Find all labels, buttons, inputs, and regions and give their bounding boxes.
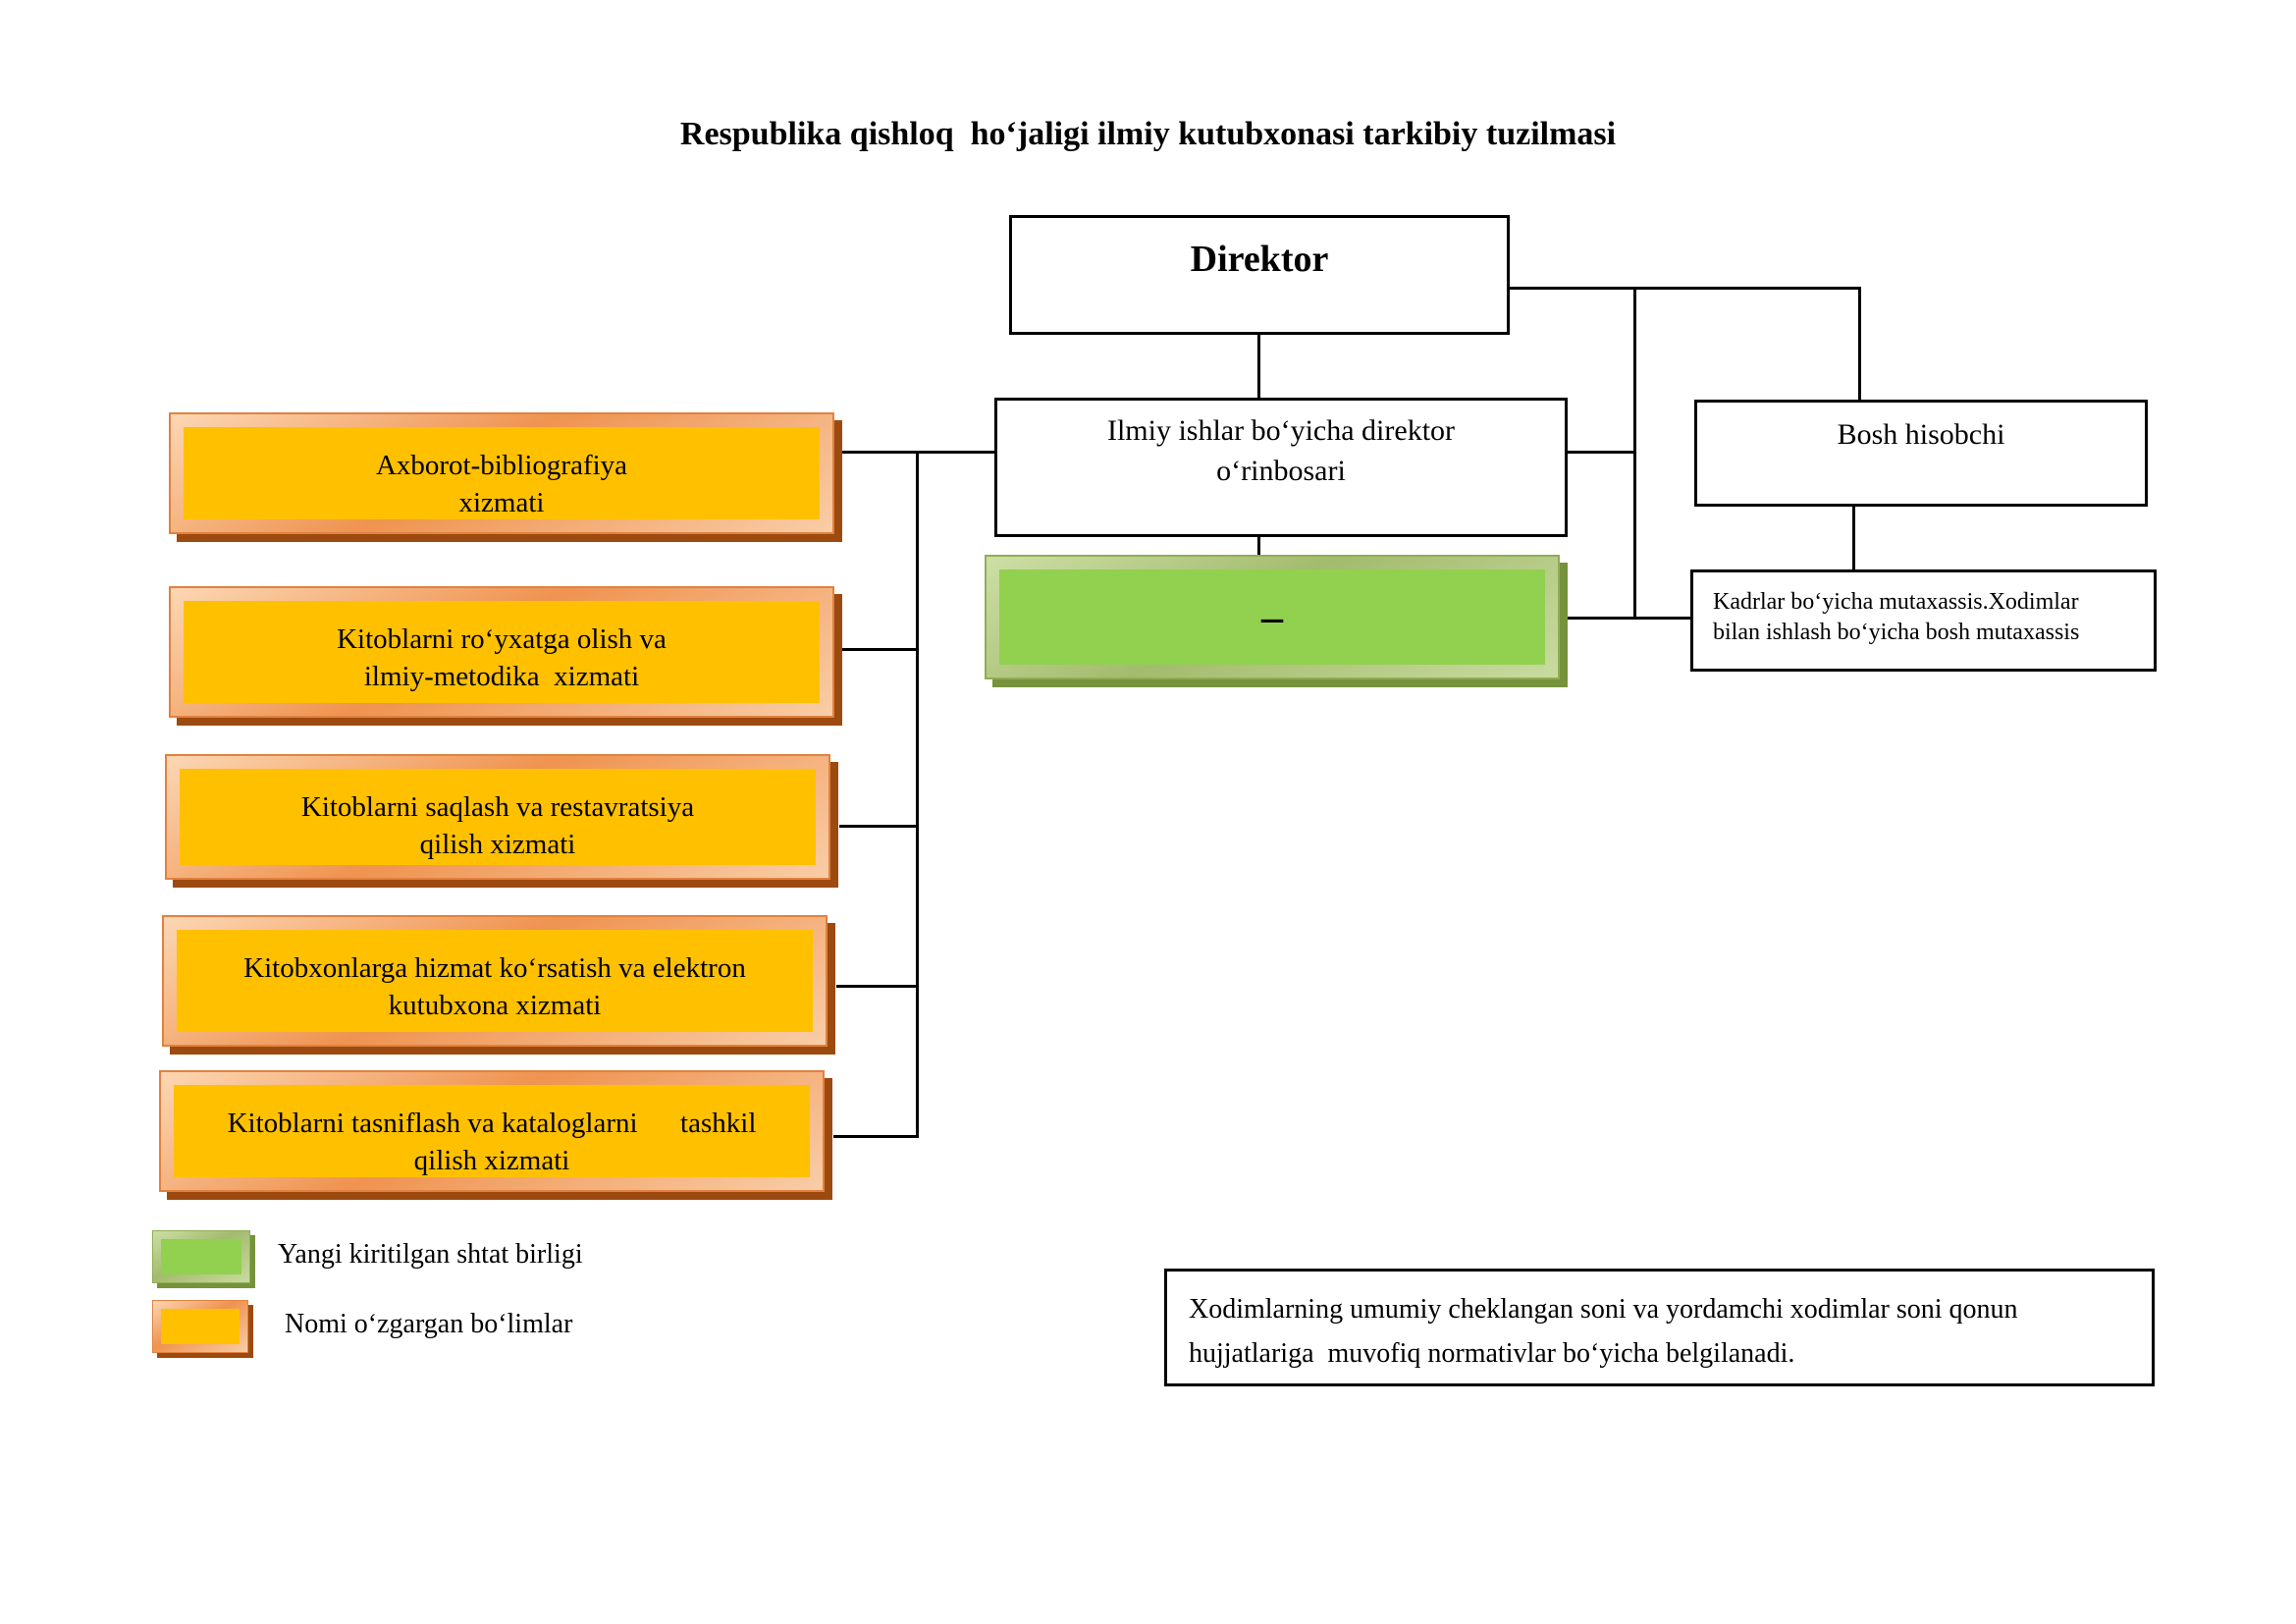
box-direktor: Direktor (1009, 215, 1510, 335)
box5-line1: Kitoblarni tasniflash va kataloglarni ta… (227, 1108, 757, 1139)
box-ilmiy-line2: oʻrinbosari (1216, 455, 1346, 487)
box2-line2: ilmiy-metodika xizmati (363, 661, 640, 692)
connector-direktor-ilmiy (1257, 335, 1260, 398)
box5-line2: qilish xizmati (413, 1145, 570, 1176)
box-ilmiy-direktor-orinbosari: Ilmiy ishlar boʻyicha direktor oʻrinbosa… (994, 398, 1568, 537)
connector-branch-box3 (839, 825, 919, 828)
connector-direktor-right (1510, 287, 1861, 290)
box-kitobxonlarga-hizmat: Kitobxonlarga hizmat koʻrsatish va elekt… (162, 915, 828, 1047)
box2-line1: Kitoblarni roʻyxatga olish va (337, 623, 667, 655)
connector-ilmiy-right (1568, 451, 1635, 454)
box3-line2: qilish xizmati (419, 829, 576, 860)
box-kitoblarni-saqlash: Kitoblarni saqlash va restavratsiya qili… (165, 754, 830, 880)
box-yangi-shtat-label: – (1261, 593, 1283, 641)
note-line1: Xodimlarning umumiy cheklangan soni va y… (1189, 1294, 2018, 1325)
box1-line2: xizmati (458, 487, 545, 518)
connector-branch-box2 (842, 648, 919, 651)
box3-line1: Kitoblarni saqlash va restavratsiya (300, 791, 695, 823)
box-ilmiy-line1: Ilmiy ishlar boʻyicha direktor (1106, 414, 1456, 447)
box-kadrlar-mutaxassis: Kadrlar boʻyicha mutaxassis.Xodimlar bil… (1690, 569, 2157, 672)
connector-green-kadrlar (1563, 617, 1690, 620)
box-kadrlar-line1: Kadrlar boʻyicha mutaxassis.Xodimlar (1713, 589, 2079, 615)
box-kitoblarni-tasniflash: Kitoblarni tasniflash va kataloglarni ta… (159, 1070, 825, 1192)
box-bosh-hisobchi: Bosh hisobchi (1694, 400, 2148, 507)
box-yangi-shtat-birligi: – (985, 555, 1560, 679)
box1-line1: Axborot-bibliografiya (375, 450, 628, 481)
legend-green-swatch (152, 1230, 250, 1283)
legend-orange-swatch (152, 1300, 248, 1353)
box-direktor-label: Direktor (1190, 239, 1329, 280)
connector-ilmiy-green (1257, 537, 1260, 555)
note-line2: hujjatlariga muvofiq normativlar boʻyich… (1189, 1338, 1795, 1369)
connector-to-bosh (1858, 287, 1861, 400)
box-kitoblarni-royxatga-olish: Kitoblarni roʻyxatga olish va ilmiy-meto… (169, 586, 834, 718)
box-bosh-hisobchi-label: Bosh hisobchi (1837, 418, 2005, 451)
connector-branch-box5 (833, 1135, 919, 1138)
connector-branch-box4 (836, 985, 919, 988)
legend-orange-label: Nomi oʻzgargan boʻlimlar (285, 1309, 573, 1339)
page-title: Respublika qishloq hoʻjaligi ilmiy kutub… (679, 116, 1617, 152)
box-kadrlar-line2: bilan ishlash boʻyicha bosh mutaxassis (1713, 620, 2080, 645)
note-box: Xodimlarning umumiy cheklangan soni va y… (1164, 1269, 2155, 1386)
connector-bosh-kadrlar (1852, 507, 1855, 569)
box-axborot-bibliografiya: Axborot-bibliografiya xizmati (169, 412, 834, 534)
box4-line1: Kitobxonlarga hizmat koʻrsatish va elekt… (243, 952, 746, 984)
connector-left-spine (916, 451, 919, 1138)
box4-line2: kutubxona xizmati (388, 990, 602, 1021)
legend-green-label: Yangi kiritilgan shtat birligi (278, 1239, 583, 1270)
